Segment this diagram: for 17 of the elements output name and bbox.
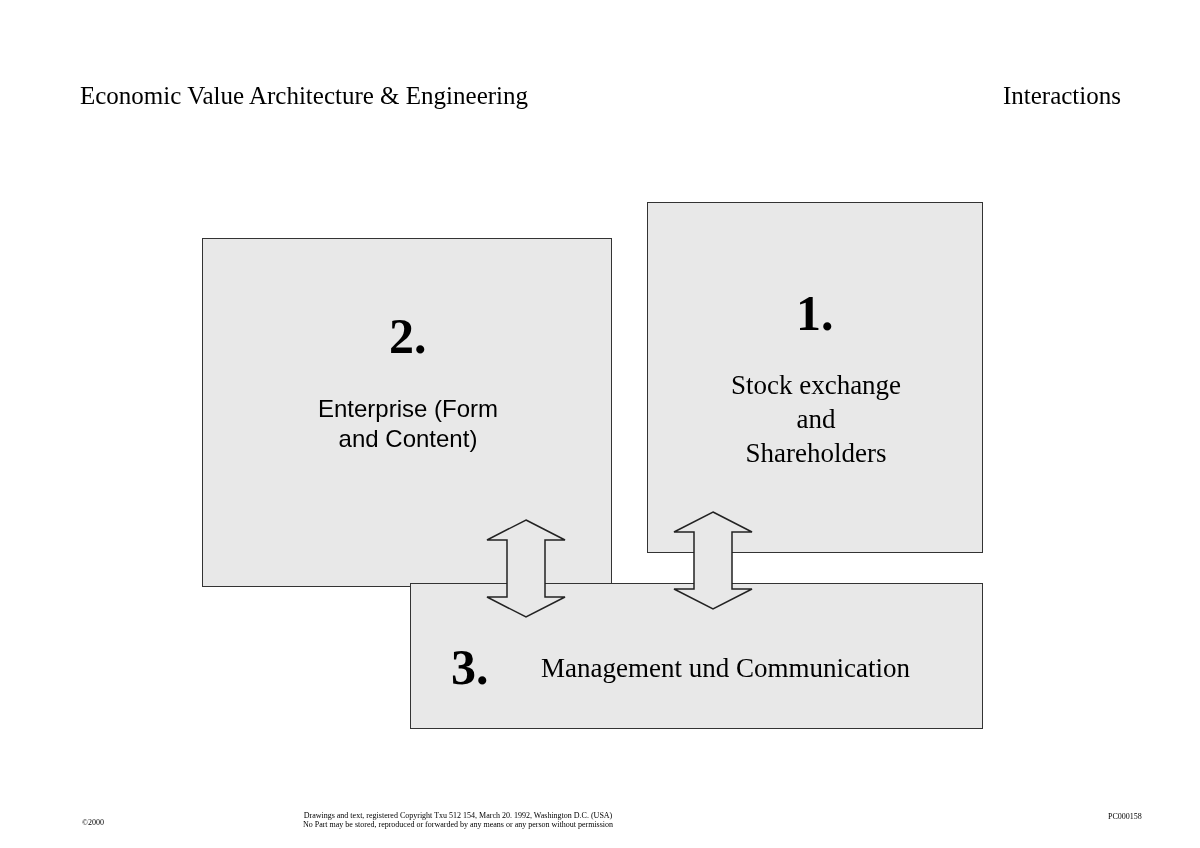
- footer-note: Drawings and text, registered Copyright Txu 512 154, March 20. 1992, Washington D.C. (USA): [302, 811, 614, 820]
- double-arrow: [673, 511, 753, 610]
- double-arrow: [486, 519, 566, 618]
- box-number: 2.: [389, 311, 427, 361]
- diagram-title: Economic Value Architecture & Engineering: [80, 82, 528, 110]
- diagram-box: [202, 238, 612, 587]
- box-text: Stock exchange and Shareholders: [729, 369, 903, 470]
- box-text: Management und Communication: [541, 652, 911, 685]
- page-heading: Interactions: [1003, 82, 1121, 110]
- footer-note: No Part may be stored, reproduced or forwarded by any means or any person without permission: [301, 820, 615, 829]
- copyright-year: ©2000: [82, 818, 105, 827]
- box-number: 1.: [796, 288, 834, 338]
- diagram-box: [647, 202, 983, 553]
- page-code: PC000158: [1108, 812, 1142, 821]
- diagram-box: [410, 583, 983, 729]
- box-number: 3.: [451, 642, 489, 692]
- box-text: Enterprise (Form and Content): [316, 394, 499, 454]
